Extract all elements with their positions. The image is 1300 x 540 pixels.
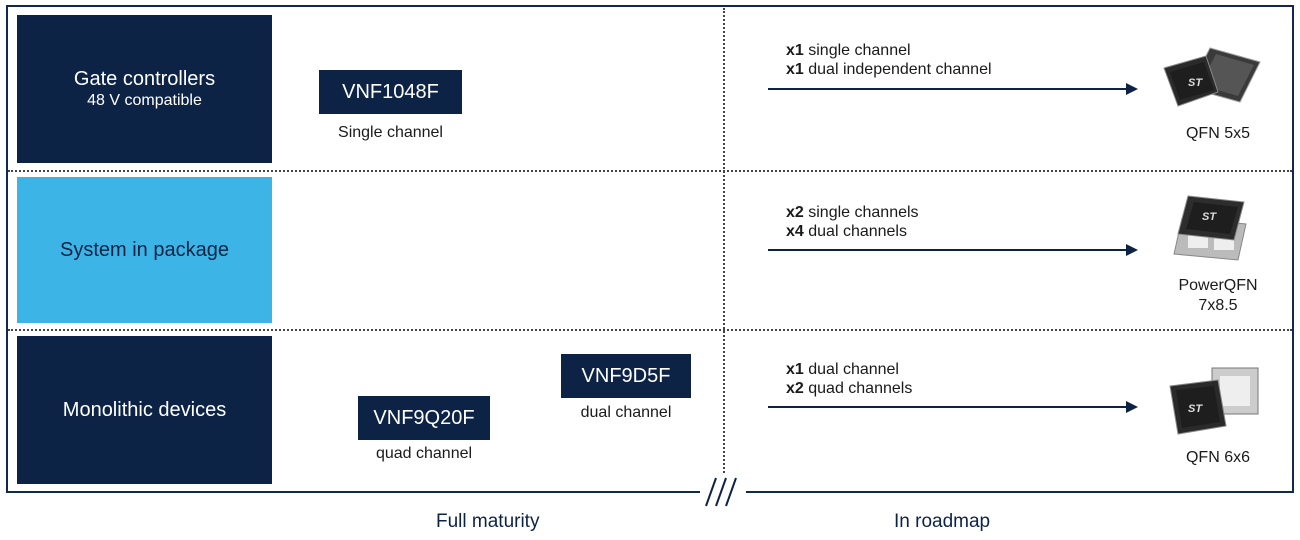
package-label: PowerQFN 7x8.5 [1163,276,1273,316]
roadmap-desc: dual independent channel [803,61,992,78]
roadmap-count: x1 [786,61,804,78]
product-vnf1048f: VNF1048F [319,70,462,114]
package-label: QFN 5x5 [1185,125,1250,142]
timeline-break-icon [700,474,746,510]
product-vnf9q20f: VNF9Q20F [358,396,490,440]
roadmap-desc: dual channel [803,361,899,378]
category-subtitle: 48 V compatible [87,92,202,109]
roadmap-text: x1 single channel x1 dual independent ch… [786,41,992,79]
st-logo: ST [1188,77,1203,89]
roadmap-desc: dual channels [803,223,907,240]
roadmap-desc: single channels [803,204,919,221]
category-monolithic-devices: Monolithic devices [17,336,272,484]
product-label: quad channel [375,445,473,462]
package-label-line: PowerQFN [1178,277,1258,294]
category-gate-controllers: Gate controllers 48 V compatible [17,15,272,163]
product-label: Single channel [338,124,443,141]
roadmap-count: x4 [786,223,804,240]
category-title: Gate controllers [73,68,216,90]
st-logo: ST [1188,403,1203,415]
footer-in-roadmap: In roadmap [894,511,991,532]
category-system-in-package: System in package [17,177,272,323]
package-label-line: 7x8.5 [1198,297,1238,314]
category-title: Monolithic devices [62,399,227,421]
roadmap-text: x1 dual channel x2 quad channels [786,360,912,398]
st-logo: ST [1202,211,1217,223]
package-label: QFN 6x6 [1185,449,1250,466]
product-label: dual channel [580,404,672,421]
qfn-5x5-chip-icon: ST [1163,47,1261,107]
maturity-separator [723,8,725,492]
roadmap-arrow [768,83,1138,95]
qfn-6x6-chip-icon: ST [1169,367,1259,435]
row-separator [8,170,1292,172]
category-title: System in package [60,239,229,261]
roadmap-arrow [768,244,1138,256]
roadmap-count: x1 [786,361,804,378]
roadmap-count: x1 [786,42,804,59]
roadmap-arrow [768,401,1138,413]
footer-full-maturity: Full maturity [436,511,540,532]
product-vnf9d5f: VNF9D5F [561,354,691,398]
roadmap-desc: quad channels [803,380,913,397]
row-separator [8,329,1292,331]
roadmap-text: x2 single channels x4 dual channels [786,203,919,241]
roadmap-desc: single channel [803,42,911,59]
roadmap-count: x2 [786,380,804,397]
roadmap-count: x2 [786,204,804,221]
powerqfn-chip-icon: ST [1173,195,1247,261]
diagram-frame [6,5,1294,493]
